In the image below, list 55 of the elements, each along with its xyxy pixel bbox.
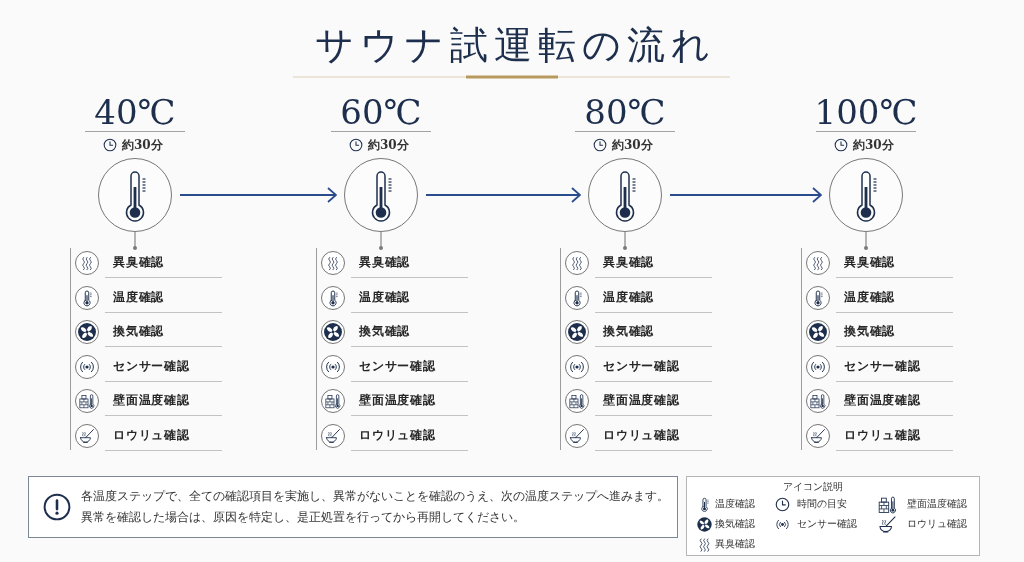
legend-text: 時間の目安 [797,497,847,511]
check-item-text: センサー確認 [113,357,190,375]
check-item-text: 異臭確認 [359,254,411,271]
check-item-text: 換気確認 [359,323,411,340]
checklist [316,248,468,450]
arrow [669,187,822,203]
temperature-heading: 80℃ [584,93,666,131]
check-item-text: ロウリュ確認 [603,426,680,444]
check-item-text: 換気確認 [603,323,655,340]
legend-text: ロウリュ確認 [907,517,967,531]
check-item-text: ロウリュ確認 [113,426,190,444]
check-item-text: センサー確認 [603,357,680,375]
temperature-heading: 40℃ [94,93,176,131]
check-item-text: 温度確認 [844,288,896,306]
checklist [560,248,712,450]
check-item-text: 異臭確認 [844,254,896,271]
check-item-text: 換気確認 [844,323,896,340]
note-panel [28,476,678,538]
check-item-text: 異臭確認 [603,254,655,271]
connector-line [864,231,868,250]
legend-text: 壁面温度確認 [907,497,967,511]
legend-text: 換気確認 [715,517,755,531]
check-item-text: 換気確認 [113,323,165,340]
duration-text: 約30分 [612,137,653,153]
duration-text: 約30分 [853,137,894,153]
check-item-text: 温度確認 [359,288,411,306]
legend-text: 温度確認 [715,497,755,511]
check-item-text: ロウリュ確認 [844,426,921,444]
duration-text: 約30分 [122,137,163,153]
check-item-text: ロウリュ確認 [359,426,436,444]
temperature-heading: 60℃ [340,93,422,131]
connector-line [133,231,137,250]
duration-text: 約30分 [368,137,409,153]
checklist [70,248,222,450]
checklist [801,248,953,450]
note-text: 各温度ステップで、全ての確認項目を実施し、異常がないことを確認のうえ、次の温度ステップへ進みます。 [81,488,669,505]
connector-line [379,231,383,250]
arrow [425,187,581,203]
check-item-text: 壁面温度確認 [359,392,436,409]
check-item-text: 温度確認 [603,288,655,306]
legend-title: アイコン説明 [783,480,843,493]
note-text: 異常を確認した場合は、原因を特定し、是正処置を行ってから再開してください。 [81,509,525,526]
check-item-text: 壁面温度確認 [113,392,190,409]
legend-text: センサー確認 [797,517,857,531]
title: サウナ試運転の流れ [313,22,716,68]
connector-line [623,231,627,250]
legend-text: 異臭確認 [715,537,755,551]
check-item-text: 温度確認 [113,288,165,306]
check-item-text: センサー確認 [359,357,436,375]
check-item-text: 壁面温度確認 [844,392,921,409]
check-item-text: 壁面温度確認 [603,392,680,409]
check-item-text: 異臭確認 [113,254,165,271]
temperature-heading: 100℃ [814,93,918,131]
arrow [179,187,337,203]
check-item-text: センサー確認 [844,357,921,375]
